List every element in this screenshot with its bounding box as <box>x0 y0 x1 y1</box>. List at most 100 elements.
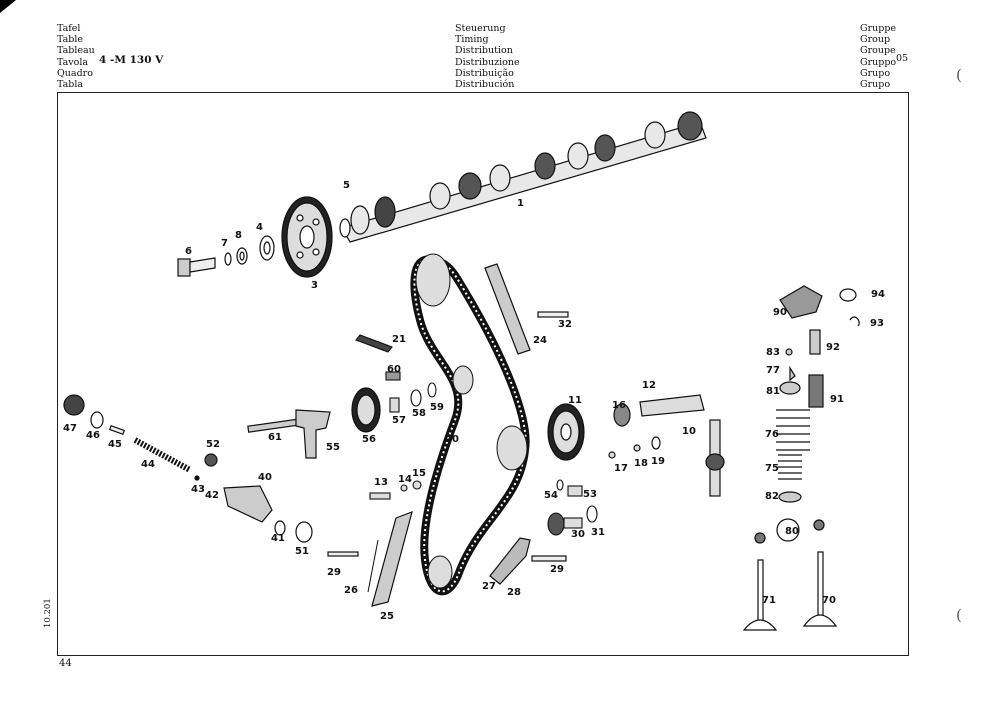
small-parts <box>355 334 437 413</box>
part-number: 57 <box>392 415 406 426</box>
washer-set <box>224 235 275 266</box>
part-number: 3 <box>311 280 318 291</box>
part-number: 52 <box>206 439 220 450</box>
part-number: 8 <box>235 230 242 241</box>
part-number: 59 <box>430 402 444 413</box>
part-number: 60 <box>387 364 401 375</box>
part-number: 82 <box>765 491 779 502</box>
header-label: Distribuzione <box>455 56 520 68</box>
part-number: 42 <box>205 490 219 501</box>
side-code: 10.201 <box>43 598 53 628</box>
part-number: 55 <box>326 442 340 453</box>
part-number: 1 <box>517 198 524 209</box>
part-number: 91 <box>830 394 844 405</box>
group-number: 05 <box>896 53 909 64</box>
part-number: 93 <box>870 318 884 329</box>
part-number: 30 <box>571 529 585 540</box>
part-number: 47 <box>63 423 77 434</box>
part-number: 31 <box>591 527 605 538</box>
header-label: Gruppo <box>860 56 897 68</box>
sprocket-small <box>351 387 381 433</box>
part-number-labels: 1 3 4 5 6 7 8 10 11 12 13 14 15 16 17 18… <box>63 180 885 622</box>
valve-components <box>742 285 860 631</box>
part-number: 92 <box>826 342 840 353</box>
header-label: Tavola <box>57 56 89 68</box>
part-number: 45 <box>108 439 122 450</box>
part-number: 83 <box>766 347 780 358</box>
part-number: 20 <box>445 434 459 445</box>
part-number: 51 <box>295 546 309 557</box>
diagram-frame <box>57 92 909 656</box>
part-number: 94 <box>871 289 885 300</box>
part-number: 41 <box>271 533 285 544</box>
part-number: 76 <box>765 429 779 440</box>
part-number: 17 <box>614 463 628 474</box>
chain-guide <box>484 263 531 355</box>
part-number: 26 <box>344 585 358 596</box>
header-label: Distribution <box>455 45 513 57</box>
model-designation: 4 -M 130 V <box>99 54 164 66</box>
part-number: 56 <box>362 434 376 445</box>
margin-mark: ( <box>956 606 962 624</box>
idler-sprocket <box>547 403 585 461</box>
camshaft-sprocket <box>281 196 333 278</box>
part-number: 61 <box>268 432 282 443</box>
part-number: 21 <box>392 334 406 345</box>
part-number: 15 <box>412 468 426 479</box>
tensioner-assembly <box>63 394 313 543</box>
pin <box>537 311 569 318</box>
part-number: 40 <box>258 472 272 483</box>
header-label: Groupe <box>860 45 896 57</box>
camshaft <box>339 111 707 243</box>
part-number: 24 <box>533 335 547 346</box>
header-label: Tabla <box>57 79 84 91</box>
header-label: Tableau <box>57 45 95 57</box>
part-number: 54 <box>544 490 558 501</box>
part-number: 81 <box>766 386 780 397</box>
margin-mark: ( <box>956 66 962 84</box>
header-label: Timing <box>455 34 489 46</box>
part-number: 16 <box>612 400 626 411</box>
page-number: 44 <box>59 658 72 669</box>
header-label: Table <box>57 34 84 46</box>
bracket <box>489 537 567 585</box>
part-number: 14 <box>398 474 412 485</box>
header-label: Distribuição <box>455 67 514 79</box>
part-number: 29 <box>550 564 564 575</box>
tensioner-lever <box>247 409 331 459</box>
part-number: 75 <box>765 463 779 474</box>
bolt <box>177 257 216 277</box>
part-number: 80 <box>785 526 799 537</box>
header-right-labels: Gruppe Group Groupe Gruppo Grupo Grupo <box>860 23 896 90</box>
part-number: 58 <box>412 408 426 419</box>
part-number: 27 <box>482 581 496 592</box>
part-number: 25 <box>380 611 394 622</box>
part-number: 70 <box>822 595 836 606</box>
header-label: Steuerung <box>455 23 506 34</box>
header-label: Quadro <box>57 67 93 79</box>
part-number: 6 <box>185 246 192 257</box>
header-label: Grupo <box>860 67 891 79</box>
part-number: 43 <box>191 484 205 495</box>
part-number: 29 <box>327 567 341 578</box>
header-label: Group <box>860 34 891 46</box>
part-number: 12 <box>642 380 656 391</box>
part-number: 46 <box>86 430 100 441</box>
header-label: Gruppe <box>860 23 897 34</box>
part-number: 13 <box>374 477 388 488</box>
header-label: Tafel <box>57 23 81 34</box>
timing-chain <box>410 253 530 596</box>
fastener-set <box>547 479 598 536</box>
header-label: Distribución <box>455 79 515 91</box>
part-number: 28 <box>507 587 521 598</box>
scan-corner-mark <box>0 0 16 13</box>
timing-exploded-diagram: 1 3 4 5 6 7 8 10 11 12 13 14 15 16 17 18… <box>63 111 885 631</box>
part-number: 71 <box>762 595 776 606</box>
header-label: Grupo <box>860 79 891 91</box>
part-number: 7 <box>221 238 228 249</box>
header-middle-labels: Steuerung Timing Distribution Distribuzi… <box>455 23 520 90</box>
guide-rail <box>327 511 413 607</box>
header-left-labels: Tafel Table Tableau Tavola Quadro Tabla <box>57 23 95 90</box>
part-number: 4 <box>256 222 263 233</box>
screw-set <box>369 480 422 500</box>
